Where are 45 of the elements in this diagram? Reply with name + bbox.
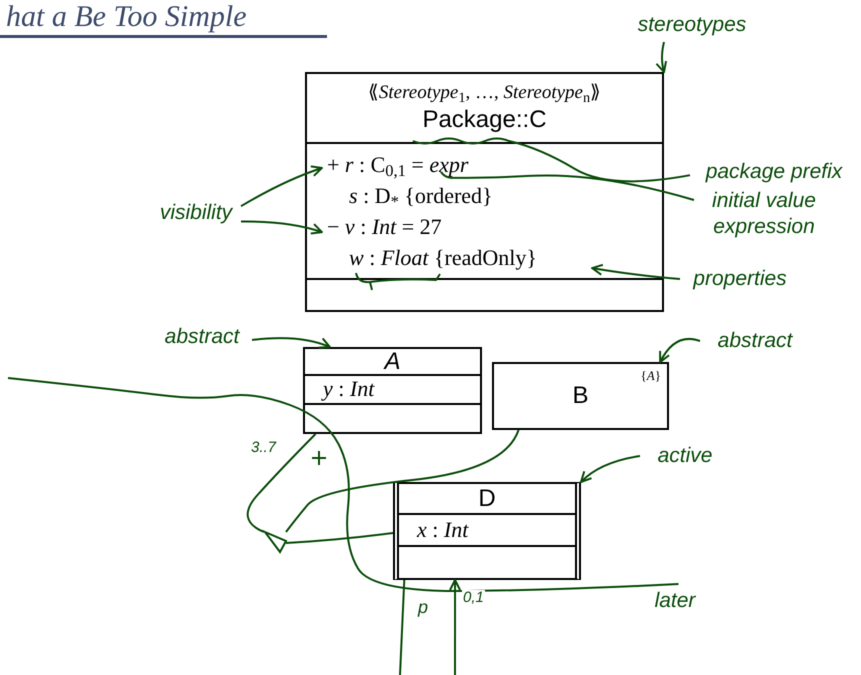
annotation-text: abstract [152,322,252,352]
class-name: D [478,486,496,510]
edge-label: 3..7 [250,440,278,455]
annotation-text: stereotypes [622,8,762,42]
annotation-text: visibility [146,196,246,230]
slide-title: hat a Be Too Simple [6,2,247,32]
constraint-label: {A} [640,367,661,385]
arrow [252,337,331,349]
class-box [303,347,482,434]
class-name: Package::C [422,104,547,135]
class-box [305,72,664,312]
arrow [240,165,323,208]
arrow [241,220,323,235]
stereotype-label: ⟪Stereotype$_{1}$, …, Stereotype$_{n}$⟫ [368,81,602,105]
annotation-text: initial value expression [694,186,834,242]
active-class-box [393,482,581,580]
connector-line [285,430,520,533]
arrow [580,455,640,483]
connector-line [8,377,679,592]
arrow [449,579,462,675]
annotation-text: active [640,440,730,472]
attribute-text: x : Int [417,518,468,541]
attribute-text: + r : C$_{0,1}$ = expr [327,151,470,180]
class-name: B [572,381,588,411]
arrow [656,42,668,73]
role-label: p [418,598,428,616]
connector-line [246,433,316,533]
annotation-text: package prefix [690,156,858,188]
attribute-text: s : D$_{*}$ {ordered} [348,182,494,211]
connector-line [399,580,406,675]
attribute-text: − v : Int = 27 [327,213,443,241]
annotation-text: abstract [700,326,810,356]
attribute-text: y : Int [323,378,374,400]
annotation-text: properties [680,262,800,296]
connector-line [412,138,690,182]
edge-label: 0,1 [462,590,485,605]
connector-line [286,532,394,544]
fork-symbol [262,530,288,554]
arrow [591,264,680,280]
arrow [659,338,700,363]
attribute-text: w : Float {readOnly} [348,244,538,272]
connector-line [440,171,694,201]
class-box [492,362,669,430]
class-name: A [384,350,400,374]
annotation-text: later [640,584,710,618]
